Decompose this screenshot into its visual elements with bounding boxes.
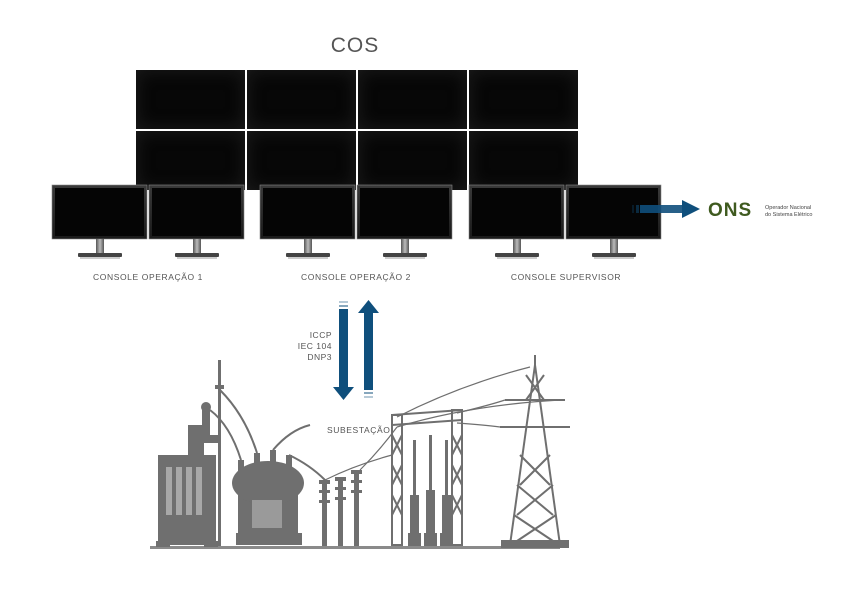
- video-wall-tile: [358, 70, 467, 129]
- monitor: [51, 184, 148, 259]
- power-transformer-icon: [209, 389, 326, 545]
- arrow-down-icon: [333, 301, 354, 400]
- substation-label: SUBESTAÇÃO: [327, 425, 391, 435]
- substation-illustration: [150, 355, 570, 549]
- console-monitors: [51, 184, 700, 259]
- video-wall-tile: [358, 131, 467, 190]
- video-wall-tile: [247, 131, 356, 190]
- console-label-operacao-2: CONSOLE OPERAÇÃO 2: [301, 272, 411, 282]
- monitor: [259, 184, 356, 259]
- transformer-icon: [156, 402, 220, 547]
- video-wall: [136, 70, 578, 190]
- monitor: [565, 184, 662, 259]
- monitor: [468, 184, 565, 259]
- monitor: [356, 184, 453, 259]
- power-lines-icon: [324, 366, 561, 481]
- video-wall-tile: [247, 70, 356, 129]
- ons-name: Operador Nacional do Sistema Elétrico: [765, 205, 827, 218]
- arrow-right-icon: [632, 200, 700, 218]
- ons-logo: ONS Operador Nacional do Sistema Elétric…: [708, 199, 828, 225]
- monitor: [148, 184, 245, 259]
- transmission-tower-icon: [500, 355, 570, 548]
- console-label-operacao-1: CONSOLE OPERAÇÃO 1: [93, 272, 203, 282]
- ons-name-line2: do Sistema Elétrico: [765, 211, 813, 218]
- ons-logo-text: ONS: [708, 200, 753, 221]
- video-wall-tile: [136, 131, 245, 190]
- arrow-up-icon: [358, 300, 379, 398]
- insulator-posts-icon: [319, 470, 362, 546]
- lightning-mast-icon: [215, 360, 224, 546]
- protocol-list: ICCP IEC 104 DNP3: [270, 330, 332, 363]
- ons-name-line1: Operador Nacional: [765, 205, 812, 211]
- protocol-dnp3: DNP3: [307, 352, 332, 362]
- protocol-iccp: ICCP: [309, 330, 332, 340]
- console-label-supervisor: CONSOLE SUPERVISOR: [510, 272, 622, 282]
- video-wall-tile: [136, 70, 245, 129]
- circuit-breakers-icon: [408, 435, 453, 546]
- diagram-title: COS: [330, 34, 380, 57]
- substation-gantry-icon: [391, 409, 463, 546]
- protocol-iec104: IEC 104: [297, 341, 332, 351]
- video-wall-tile: [469, 70, 578, 129]
- communication-arrows: [333, 300, 379, 400]
- video-wall-tile: [469, 131, 578, 190]
